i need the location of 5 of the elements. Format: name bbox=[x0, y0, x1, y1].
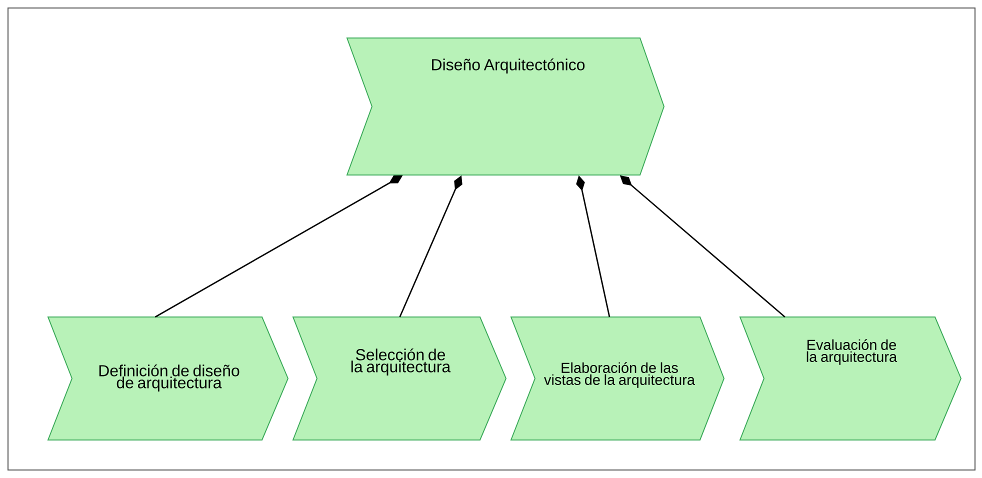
chevron-box: Diseño Arquitectónico bbox=[346, 38, 665, 176]
chevron-box: Evaluación de la arquitectura bbox=[739, 316, 962, 440]
chevron-box: Elaboración de las vistas de la arquitectura bbox=[510, 316, 725, 440]
chevron-box: Definición de diseño de arquitectura bbox=[47, 316, 289, 440]
chevron-box: Selección de la arquitectura bbox=[292, 316, 507, 440]
